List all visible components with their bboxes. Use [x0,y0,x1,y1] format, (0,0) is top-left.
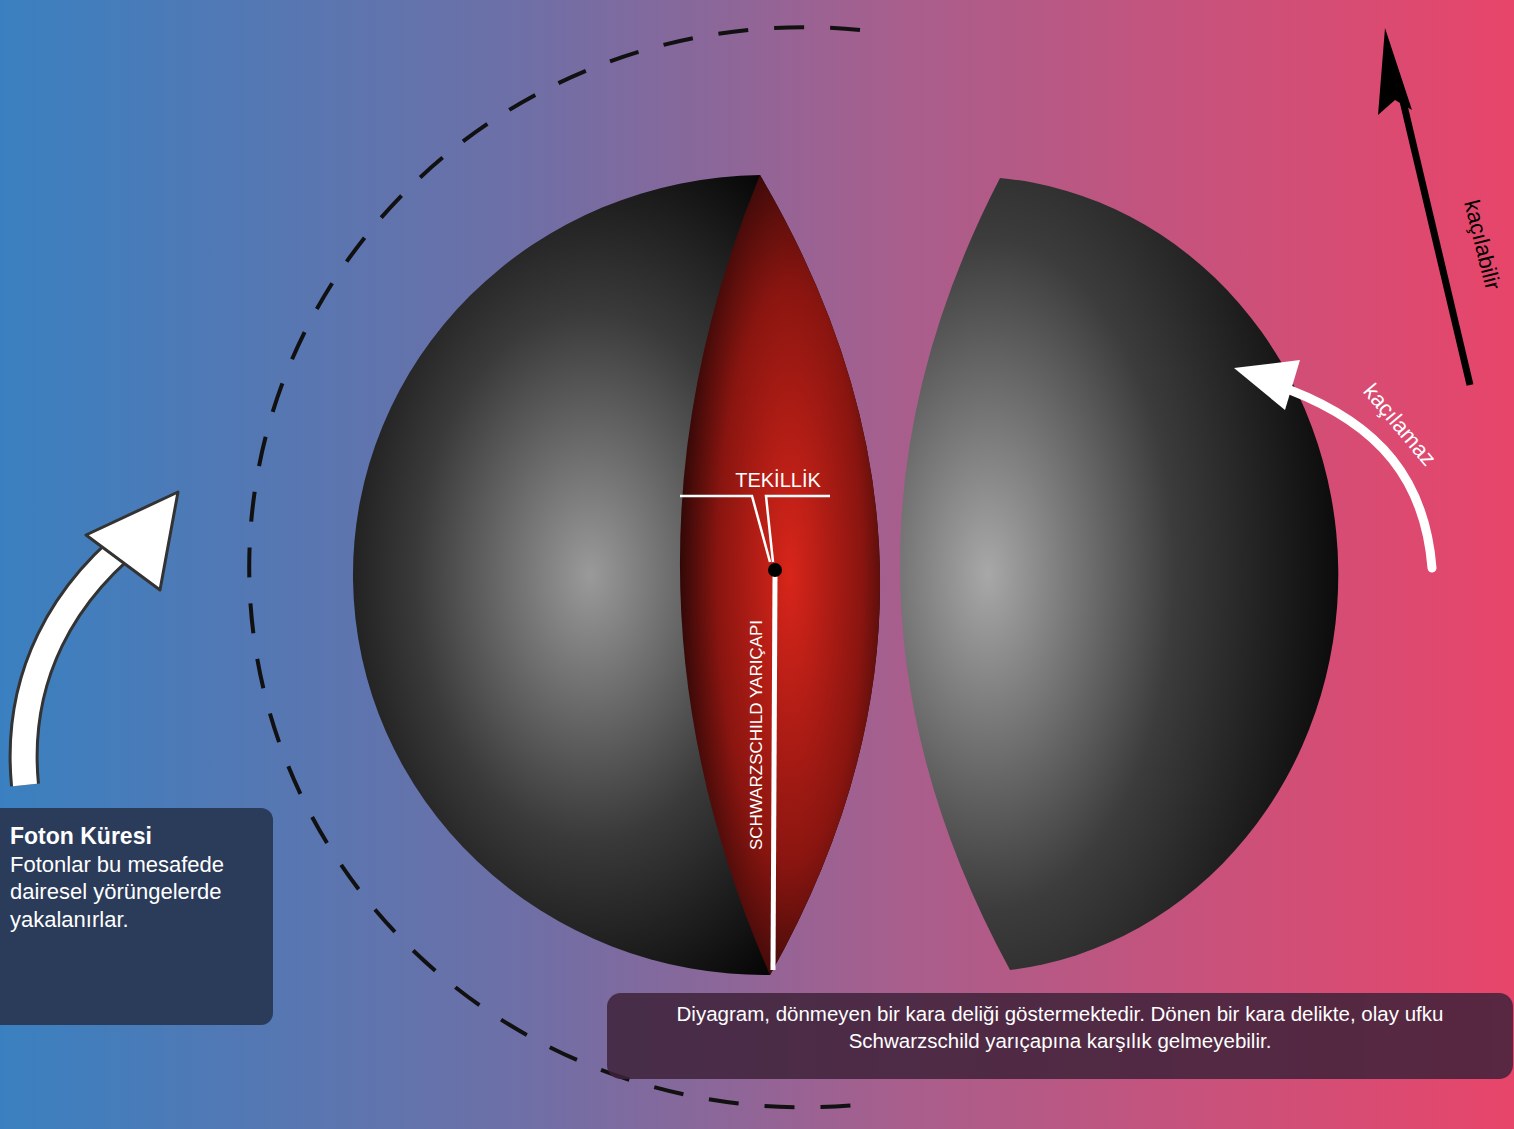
escape-arrow [1398,80,1470,385]
cannot-escape-label: kaçılamaz [1358,379,1442,472]
note-box: Diyagram, dönmeyen bir kara deliği göste… [607,993,1513,1079]
singularity-label: TEKİLLİK [735,469,821,492]
photon-sphere-box: Foton KüresiFotonlar bu mesafede dairese… [0,808,273,1025]
cross-section [680,175,880,975]
caption-note: Diyagram, dönmeyen bir kara deliği göste… [621,1001,1499,1054]
node-body: Fotonlar bu mesafede dairesel yörüngeler… [10,851,261,934]
can-escape-label: kaçılabilir [1458,197,1505,292]
arrow-head [1234,360,1300,410]
arrow-head [1378,28,1412,115]
curved-arrow [1290,390,1432,568]
arrow-head [86,492,178,590]
radius-label: SCHWARZSCHILD YARIÇAPI [747,620,767,850]
singularity-dot [768,563,782,577]
leader-line [766,496,830,562]
left-hemisphere [353,175,880,975]
radius-line [773,576,775,970]
right-hemisphere [900,178,1338,970]
node-heading: Foton Küresi [10,822,261,851]
leader-line [680,496,770,562]
